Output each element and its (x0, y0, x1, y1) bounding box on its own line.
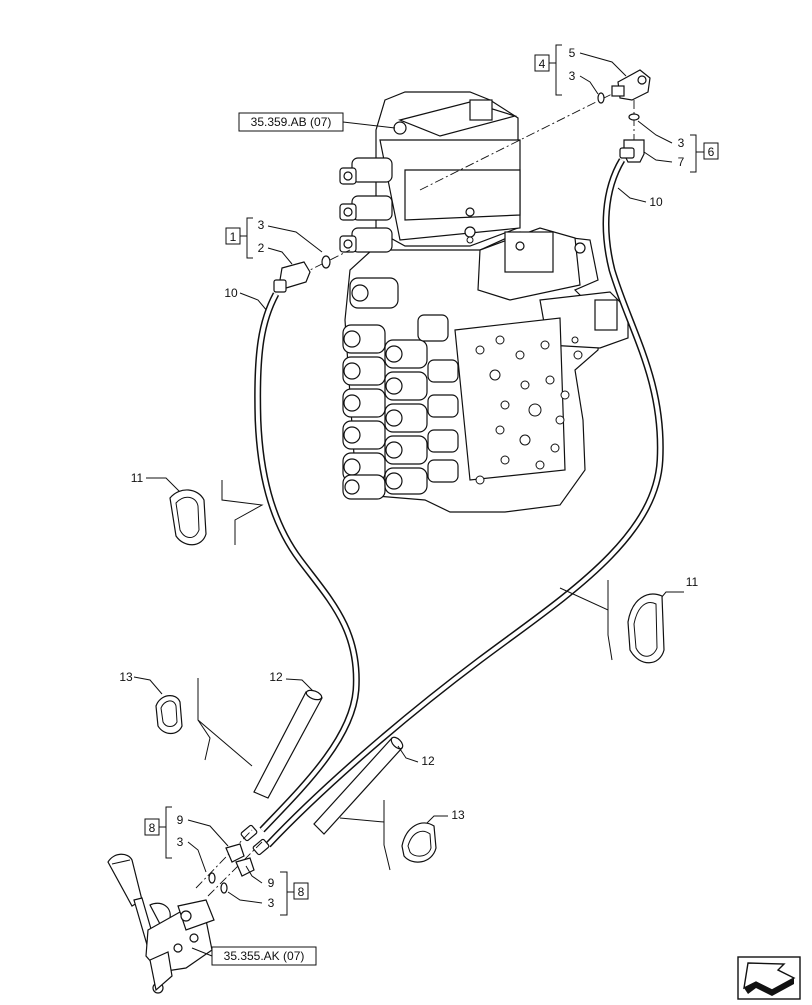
callout-3-top: 3 (569, 69, 576, 83)
callout-3-left: 3 (258, 218, 265, 232)
clamp-13-right: 13 (339, 800, 465, 871)
callout-11-left: 11 (131, 471, 144, 485)
callout-9-right: 9 (268, 876, 275, 890)
callout-3-bottom-right: 3 (268, 896, 275, 910)
group-8-right-label: 8 (298, 885, 305, 899)
upper-left-fittings: 1 3 2 10 (224, 217, 351, 313)
callout-12-left: 12 (269, 670, 283, 684)
clamp-11-left: 11 (131, 471, 264, 546)
clamp-11-right: 11 (559, 575, 699, 664)
control-valve-assembly (339, 91, 629, 513)
tube-12-left: 12 (253, 670, 323, 799)
callout-9-left: 9 (177, 813, 184, 827)
group-6-label: 6 (708, 145, 715, 159)
callout-13-right: 13 (451, 808, 465, 822)
callout-5: 5 (569, 46, 576, 60)
lower-fittings: 8 9 3 9 3 8 (144, 806, 309, 916)
clamp-13-left: 13 (119, 670, 253, 767)
callout-11-right: 11 (686, 575, 699, 589)
group-4-label: 4 (539, 57, 546, 71)
callout-3-bottom-left: 3 (177, 835, 184, 849)
callout-10-left: 10 (224, 286, 238, 300)
callout-13-left: 13 (119, 670, 133, 684)
callout-12-right: 12 (421, 754, 435, 768)
next-page-arrow-icon[interactable] (737, 956, 801, 1000)
tube-12-right: 12 (313, 736, 435, 835)
callout-3-right: 3 (678, 136, 685, 150)
callout-10-right: 10 (649, 195, 663, 209)
callout-2: 2 (258, 241, 265, 255)
hose-assemblies: 10 (240, 158, 664, 856)
callout-7: 7 (678, 155, 685, 169)
reference-label-bottom: 35.355.AK (07) (191, 946, 317, 966)
group-1-label: 1 (230, 230, 237, 244)
pedal-valve-assembly (107, 853, 215, 994)
upper-right-fittings: 4 5 3 3 7 6 (419, 44, 719, 191)
reference-top-text: 35.359.AB (07) (251, 115, 332, 129)
reference-label-top: 35.359.AB (07) (238, 112, 396, 132)
reference-bottom-text: 35.355.AK (07) (224, 949, 305, 963)
group-8-left-label: 8 (149, 821, 156, 835)
